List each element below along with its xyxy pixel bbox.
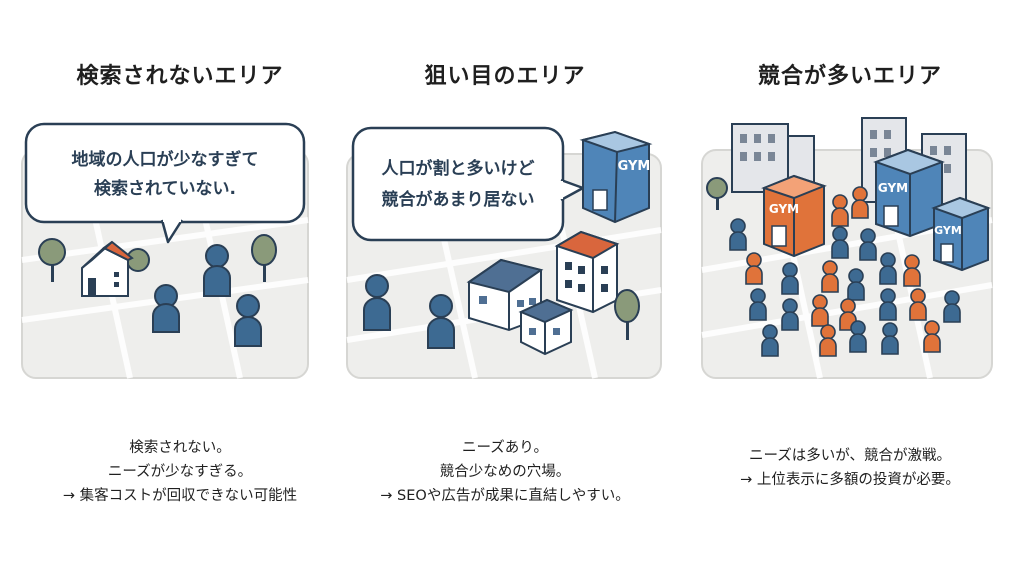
person-icon: [943, 290, 961, 323]
person-icon: [427, 294, 455, 349]
panel-title: 検索されないエリア: [76, 64, 284, 89]
person-icon: [879, 288, 897, 321]
panel-target-area: 狙い目のエリア 人口が割と多いけど 競合があまり居ない GYM: [345, 0, 665, 576]
person-icon: [363, 274, 391, 331]
house-icon: [81, 240, 134, 297]
target-area-illustration: 人口が割と多いけど 競合があまり居ない GYM: [346, 126, 662, 379]
caption-line: ニーズあり。: [462, 440, 548, 456]
panel-title: 競合が多いエリア: [757, 64, 942, 89]
caption: 検索されない。 ニーズが少なすぎる。 → 集客コストが回収できない可能性: [20, 436, 340, 508]
gym-label: GYM: [934, 224, 962, 237]
tree-icon: [614, 289, 640, 340]
gym-label: GYM: [878, 181, 908, 195]
caption-line: 競合少なめの穴場。: [439, 464, 571, 480]
panel-competitive-area: 競合が多いエリア: [690, 0, 1010, 576]
tree-icon: [251, 234, 277, 282]
person-icon: [749, 288, 767, 321]
gym-building-icon: GYM: [761, 174, 827, 258]
caption-line: → 上位表示に多額の投資が必要。: [740, 472, 960, 488]
person-icon: [811, 294, 829, 327]
panel-title: 狙い目のエリア: [424, 64, 586, 89]
bubble-line-1: 地域の人口が少なすぎて: [72, 149, 259, 170]
speech-bubble: 人口が割と多いけど 競合があまり居ない: [351, 126, 585, 242]
person-icon: [819, 324, 837, 357]
person-icon: [831, 226, 849, 259]
caption-line: ニーズが少なすぎる。: [107, 464, 253, 480]
person-icon: [831, 194, 849, 227]
caption-line: 検索されない。: [129, 440, 231, 456]
person-icon: [879, 252, 897, 285]
caption: ニーズあり。 競合少なめの穴場。 → SEOや広告が成果に直結しやすい。: [345, 436, 665, 508]
person-icon: [847, 268, 865, 301]
crowd: [729, 186, 961, 357]
competitive-area-illustration: GYM GYM GYM: [701, 117, 993, 379]
bubble-line-1: 人口が割と多いけど: [382, 158, 535, 179]
speech-bubble: 地域の人口が少なすぎて 検索されていない.: [24, 122, 306, 244]
person-icon: [903, 254, 921, 287]
person-icon: [203, 244, 231, 297]
person-icon: [781, 298, 799, 331]
gym-label: GYM: [618, 159, 651, 174]
gym-building-icon: GYM: [579, 130, 653, 224]
tree-icon: [126, 248, 150, 272]
panel-low-search-area: 検索されないエリア 地域の人口が少なすぎて 検索されていない.: [20, 0, 340, 576]
house-icon: [518, 298, 574, 356]
person-icon: [821, 260, 839, 293]
bubble-line-2: 競合があまり居ない: [382, 189, 535, 210]
person-icon: [923, 320, 941, 353]
building-icon: [554, 230, 620, 314]
gym-label: GYM: [769, 202, 799, 216]
caption-line: ニーズは多いが、競合が激戦。: [749, 448, 951, 464]
caption-line: → 集客コストが回収できない可能性: [62, 488, 298, 504]
tree-icon: [706, 177, 728, 210]
gym-building-icon: GYM: [931, 196, 991, 272]
caption-line: → SEOや広告が成果に直結しやすい。: [380, 488, 630, 504]
person-icon: [761, 324, 779, 357]
person-icon: [881, 322, 899, 355]
person-icon: [729, 218, 747, 251]
person-icon: [849, 320, 867, 353]
bubble-line-2: 検索されていない.: [94, 178, 236, 199]
low-search-illustration: 地域の人口が少なすぎて 検索されていない.: [21, 122, 309, 379]
person-icon: [781, 262, 799, 295]
tree-icon: [38, 238, 66, 282]
person-icon: [859, 228, 877, 261]
caption: ニーズは多いが、競合が激戦。 → 上位表示に多額の投資が必要。: [690, 444, 1010, 492]
person-icon: [909, 288, 927, 321]
person-icon: [745, 252, 763, 285]
person-icon: [234, 294, 262, 347]
person-icon: [152, 284, 180, 333]
person-icon: [851, 186, 869, 219]
gym-building-icon: GYM: [873, 148, 945, 238]
